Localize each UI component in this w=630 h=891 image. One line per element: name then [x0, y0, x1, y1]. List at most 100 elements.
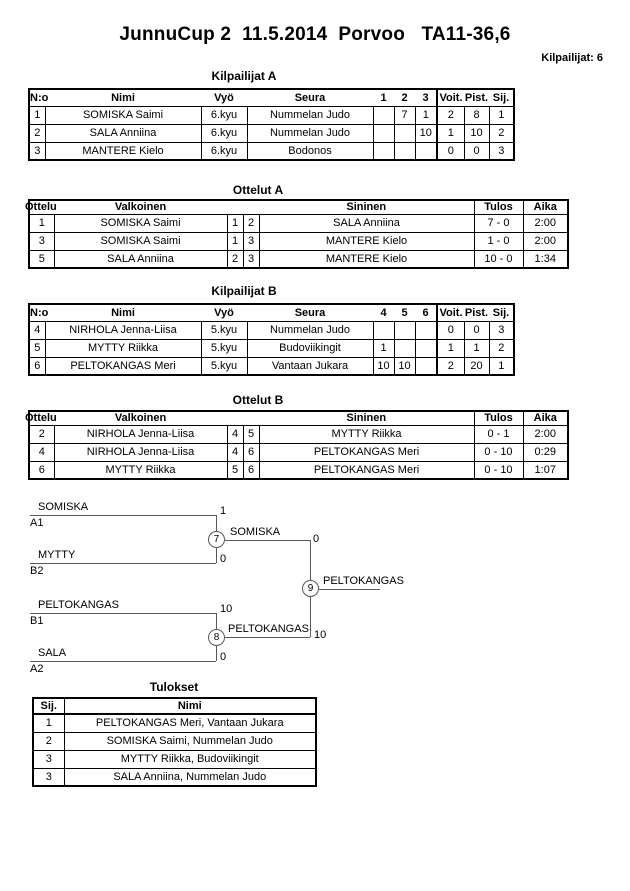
bracket-line — [30, 661, 216, 662]
cell-seura: Nummelan Judo — [246, 320, 374, 340]
col-header-3: 3 — [415, 89, 437, 107]
col-header-aika: Aika — [522, 200, 568, 215]
table-row: 1 PELTOKANGAS Meri, Vantaan Jukara — [32, 713, 317, 733]
cell-seura: Bodonos — [246, 141, 374, 161]
cell-voit: 1 — [436, 123, 465, 143]
col-header-no: N:o — [29, 89, 48, 107]
cell-vyo: 5.kyu — [200, 320, 248, 340]
bracket-line — [225, 637, 310, 638]
col-header-sij: Sij. — [489, 89, 514, 107]
cell-ottelu: 4 — [28, 442, 55, 462]
cell-score-3: 10 — [414, 123, 438, 143]
bracket-line — [30, 613, 216, 614]
cell-nimi: MANTERE Kielo — [44, 141, 202, 161]
cell-pist: 1 — [463, 338, 490, 358]
col-header-voit: Voit. — [436, 304, 464, 322]
bracket-player-name: MYTTY — [38, 549, 76, 561]
bracket-seed: B2 — [30, 565, 44, 577]
cell-seura: Nummelan Judo — [246, 105, 374, 125]
bracket-score: 10 — [314, 629, 327, 641]
cell-nimi: MYTTY Riikka, Budoviikingit — [63, 749, 317, 769]
cell-valkoinen: NIRHOLA Jenna-Liisa — [53, 424, 228, 444]
cell-ottelu: 6 — [28, 460, 55, 480]
kilpailijat-b-title: Kilpailijat B — [211, 284, 277, 298]
cell-score-6 — [414, 356, 438, 376]
cell-aika: 0:29 — [522, 442, 569, 462]
table-row: 6 MYTTY Riikka 5 6 PELTOKANGAS Meri 0 - … — [28, 460, 569, 480]
cell-voit: 2 — [436, 356, 465, 376]
cell-vyo: 6.kyu — [200, 105, 248, 125]
cell-sij: 3 — [488, 141, 515, 161]
cell-tulos: 7 - 0 — [473, 213, 524, 233]
cell-no: 6 — [28, 356, 46, 376]
cell-tulos: 0 - 10 — [473, 460, 524, 480]
bracket-score: 10 — [220, 603, 233, 615]
cell-valkoinen-no: 1 — [226, 213, 244, 233]
col-header-pist: Pist. — [464, 304, 489, 322]
bracket-score: 0 — [313, 533, 320, 545]
col-header-seura: Seura — [247, 89, 373, 107]
ottelut-a-table: Ottelu Valkoinen Sininen Tulos Aika 1 SO… — [25, 199, 569, 269]
cell-score-1 — [372, 141, 395, 161]
col-header-blank — [243, 200, 259, 215]
cell-sininen-no: 3 — [242, 231, 260, 251]
cell-score-5 — [393, 320, 416, 340]
tulokset-title: Tulokset — [149, 680, 199, 694]
bracket-player-name: PELTOKANGAS — [38, 599, 119, 611]
cell-ottelu: 1 — [28, 213, 55, 233]
cell-sininen-no: 3 — [242, 249, 260, 269]
col-header-nimi: Nimi — [63, 698, 316, 715]
cell-sininen: PELTOKANGAS Meri — [258, 460, 475, 480]
cell-sij: 2 — [488, 338, 515, 358]
cell-score-5 — [393, 338, 416, 358]
cell-sininen-no: 2 — [242, 213, 260, 233]
cell-sij: 3 — [488, 320, 515, 340]
col-header-sininen: Sininen — [259, 411, 474, 426]
bracket-winner-name: SOMISKA — [230, 526, 281, 538]
cell-ottelu: 3 — [28, 231, 55, 251]
cell-voit: 1 — [436, 338, 465, 358]
cell-sij: 3 — [32, 749, 65, 769]
col-header-2: 2 — [394, 89, 415, 107]
col-header-aika: Aika — [522, 411, 568, 426]
col-header-sij: Sij. — [489, 304, 514, 322]
cell-score-2 — [393, 123, 416, 143]
cell-valkoinen: MYTTY Riikka — [53, 460, 228, 480]
ottelut-b-title: Ottelut B — [232, 393, 284, 407]
cell-score-2 — [393, 141, 416, 161]
col-header-nimi: Nimi — [45, 89, 201, 107]
cell-score-4: 10 — [372, 356, 395, 376]
cell-nimi: MYTTY Riikka — [44, 338, 202, 358]
cell-score-2: 7 — [393, 105, 416, 125]
header-row: Sij. Nimi — [33, 698, 316, 715]
cell-seura: Budoviikingit — [246, 338, 374, 358]
kilpailijat-a-table: N:o Nimi Vyö Seura 1 2 3 Voit. Pist. Sij… — [28, 88, 515, 161]
table-row: 2 NIRHOLA Jenna-Liisa 4 5 MYTTY Riikka 0… — [28, 424, 569, 444]
table-row: 3 SOMISKA Saimi 1 3 MANTERE Kielo 1 - 0 … — [28, 231, 569, 251]
cell-nimi: PELTOKANGAS Meri, Vantaan Jukara — [63, 713, 317, 733]
cell-seura: Nummelan Judo — [246, 123, 374, 143]
cell-no: 2 — [28, 123, 46, 143]
col-header-valkoinen: Valkoinen — [54, 200, 227, 215]
cell-nimi: NIRHOLA Jenna-Liisa — [44, 320, 202, 340]
cell-voit: 0 — [436, 320, 465, 340]
cell-no: 3 — [28, 141, 46, 161]
participants-count-label: Kilpailijat: 6 — [541, 52, 603, 64]
cell-score-4: 1 — [372, 338, 395, 358]
col-header-4: 4 — [373, 304, 394, 322]
cell-sininen: MANTERE Kielo — [258, 231, 475, 251]
cell-no: 1 — [28, 105, 46, 125]
cell-sij: 3 — [32, 767, 65, 787]
cell-score-1 — [372, 105, 395, 125]
bracket-match-number: 9 — [302, 580, 319, 597]
kilpailijat-a-title: Kilpailijat A — [211, 69, 277, 83]
header-row: N:o Nimi Vyö Seura 4 5 6 Voit. Pist. Sij… — [29, 304, 514, 322]
tulokset-table: Sij. Nimi 1 PELTOKANGAS Meri, Vantaan Ju… — [32, 697, 317, 787]
col-header-no: N:o — [29, 304, 48, 322]
cell-tulos: 1 - 0 — [473, 231, 524, 251]
header-row: N:o Nimi Vyö Seura 1 2 3 Voit. Pist. Sij… — [29, 89, 514, 107]
cell-sininen: MANTERE Kielo — [258, 249, 475, 269]
col-header-blank — [227, 200, 243, 215]
cell-aika: 1:07 — [522, 460, 569, 480]
cell-nimi: SALA Anniina — [44, 123, 202, 143]
